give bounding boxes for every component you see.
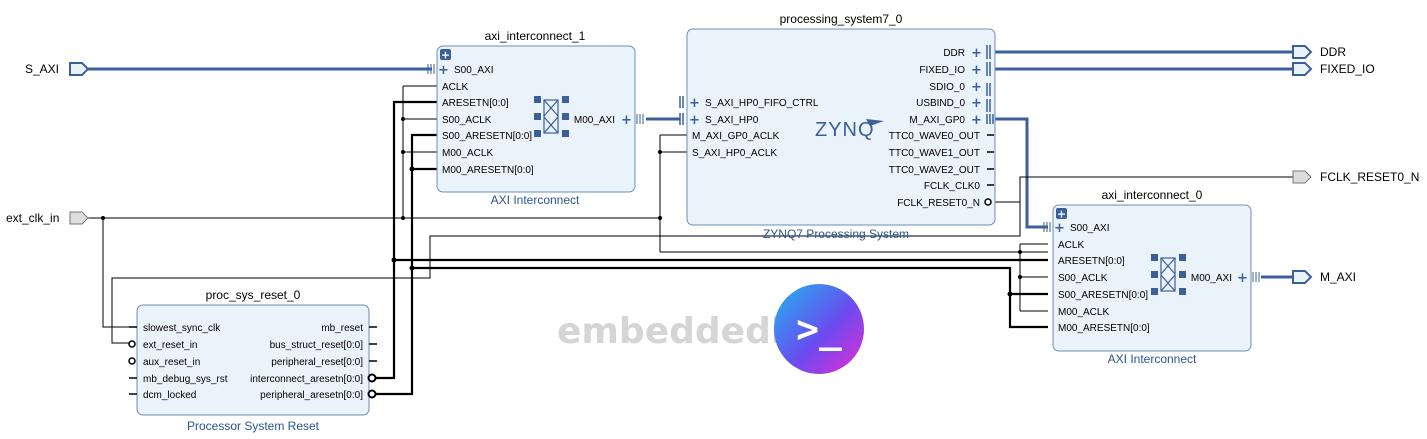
ps7-ddr-plus-icon[interactable]: + (971, 46, 982, 61)
ic1-port-m00-aresetn[interactable]: M00_ARESETN[0:0] (442, 165, 534, 176)
reset-port-ext-reset-in[interactable]: ext_reset_in (143, 340, 197, 351)
ps7-port-sdio[interactable]: SDIO_0 (929, 82, 965, 93)
ic1-port-s00-axi[interactable]: S00_AXI (454, 65, 493, 76)
ic1-port-m00-axi[interactable]: M00_AXI (574, 115, 615, 126)
ext-port-m-axi-arrow[interactable] (1292, 270, 1313, 284)
watermark: embeddedinn >_ (557, 284, 864, 374)
ext-port-s-axi-label: S_AXI (25, 62, 59, 76)
ps7-usbind-plus-icon[interactable]: + (971, 96, 982, 111)
block-ps7-name: processing_system7_0 (780, 12, 903, 26)
block-ps7-body[interactable] (686, 28, 996, 226)
wire-interconnect-aresetn[interactable] (373, 100, 437, 380)
ext-port-ext-clk-arrow[interactable] (69, 211, 89, 225)
reset-port-peripheral-reset[interactable]: peripheral_reset[0:0] (271, 357, 363, 368)
ps7-port-m-axi-gp0[interactable]: M_AXI_GP0 (909, 115, 965, 126)
ext-port-ext-clk-label: ext_clk_in (6, 211, 59, 225)
ic0-s00-axi-plus-icon[interactable]: + (1054, 221, 1065, 236)
reset-port-mb-debug-sys-rst[interactable]: mb_debug_sys_rst (143, 374, 228, 385)
ic1-s00-axi-plus-icon[interactable]: + (438, 63, 449, 78)
block-proc-sys-reset[interactable]: proc_sys_reset_0 slowest_sync_clk ext_re… (128, 288, 377, 433)
ps7-port-fclk-clk0[interactable]: FCLK_CLK0 (924, 181, 981, 192)
ps7-port-m-axi-gp0-aclk[interactable]: M_AXI_GP0_ACLK (692, 131, 780, 142)
ic0-port-s00-aresetn[interactable]: S00_ARESETN[0:0] (1058, 290, 1148, 301)
reset-port-aux-reset-in[interactable]: aux_reset_in (143, 357, 200, 368)
watermark-logo-icon (774, 284, 864, 374)
ps7-hp0-plus-icon[interactable]: + (689, 113, 700, 128)
ic0-m00-axi-plus-icon[interactable]: + (1237, 271, 1248, 286)
ps7-port-s-axi-hp0[interactable]: S_AXI_HP0 (705, 115, 759, 126)
ic1-port-aresetn[interactable]: ARESETN[0:0] (442, 98, 509, 109)
ic0-crossbar-icon (1151, 254, 1186, 295)
ic1-port-s00-aresetn[interactable]: S00_ARESETN[0:0] (442, 131, 532, 142)
bus-gp0-to-ic0[interactable] (994, 117, 1048, 229)
reset-port-peripheral-aresetn[interactable]: peripheral_aresetn[0:0] (260, 390, 363, 401)
block-ic1-type: AXI Interconnect (491, 193, 580, 207)
ic0-port-s00-axi[interactable]: S00_AXI (1070, 223, 1109, 234)
ps7-port-fclk-reset0-n[interactable]: FCLK_RESET0_N (897, 198, 980, 209)
ic1-crossbar-icon (534, 96, 569, 137)
ps7-port-fixed-io[interactable]: FIXED_IO (919, 65, 965, 76)
svg-text:+: + (441, 49, 450, 62)
ic0-port-m00-aclk[interactable]: M00_ACLK (1058, 307, 1109, 318)
wire-periph-aresetn-to-ic0[interactable] (412, 266, 1048, 329)
block-axi-interconnect-0[interactable]: axi_interconnect_0 + + S00_AXI ACLK ARES… (1043, 188, 1260, 366)
ps7-hp0-fifo-plus-icon[interactable]: + (689, 96, 700, 111)
ps7-port-ttc0-wave2[interactable]: TTC0_WAVE2_OUT (889, 165, 980, 176)
wire-fclk-to-ext-reset[interactable] (111, 202, 1021, 344)
ps7-fclk-reset-bubble (984, 198, 992, 206)
wire-peripheral-aresetn[interactable] (373, 133, 437, 396)
ic0-port-m00-axi[interactable]: M00_AXI (1191, 273, 1232, 284)
ps7-port-hp0-fifo-ctrl[interactable]: S_AXI_HP0_FIFO_CTRL (705, 98, 819, 109)
block-ic1-expand-icon[interactable] (440, 49, 451, 60)
ic0-port-s00-aclk[interactable]: S00_ACLK (1058, 273, 1108, 284)
block-reset-type: Processor System Reset (187, 419, 320, 433)
reset-port-interconnect-aresetn[interactable]: interconnect_aresetn[0:0] (250, 374, 363, 385)
ext-port-fclk-reset-arrow[interactable] (1292, 170, 1312, 184)
ps7-port-s-axi-hp0-aclk[interactable]: S_AXI_HP0_ACLK (692, 148, 777, 159)
ic1-m00-axi-plus-icon[interactable]: + (621, 113, 632, 128)
block-ic1-name: axi_interconnect_1 (485, 29, 586, 43)
ext-port-s-axi-arrow[interactable] (69, 62, 90, 76)
ps7-gp0-plus-icon[interactable]: + (971, 113, 982, 128)
wire-clk-to-reset[interactable] (102, 218, 137, 328)
external-ports: S_AXI ext_clk_in DDR FIXED_IO FCLK_RESET… (6, 45, 1419, 284)
watermark-prompt-glyph: >_ (796, 307, 842, 351)
reset-port-dcm-locked[interactable]: dcm_locked (143, 390, 196, 401)
block-axi-interconnect-1[interactable]: axi_interconnect_1 + + S00_AXI ACLK ARES… (427, 29, 644, 207)
block-ic0-type: AXI Interconnect (1108, 352, 1197, 366)
ic0-port-aresetn[interactable]: ARESETN[0:0] (1058, 256, 1125, 267)
ext-port-ddr-arrow[interactable] (1292, 45, 1313, 59)
block-reset-body[interactable] (136, 304, 370, 416)
block-ic0-name: axi_interconnect_0 (1102, 188, 1203, 202)
ps7-port-ttc0-wave0[interactable]: TTC0_WAVE0_OUT (889, 131, 980, 142)
ext-port-fixed-io-label: FIXED_IO (1320, 62, 1375, 76)
block-ps7-type: ZYNQ7 Processing System (763, 227, 909, 241)
svg-text:+: + (1057, 208, 1066, 221)
wire-fclk-reset[interactable] (992, 176, 1293, 203)
ps7-port-ttc0-wave1[interactable]: TTC0_WAVE1_OUT (889, 148, 980, 159)
ic0-port-m00-aresetn[interactable]: M00_ARESETN[0:0] (1058, 323, 1150, 334)
block-reset-name: proc_sys_reset_0 (206, 288, 301, 302)
ic1-port-m00-aclk[interactable]: M00_ACLK (442, 148, 493, 159)
ps7-port-ddr[interactable]: DDR (943, 48, 965, 59)
ic0-port-aclk[interactable]: ACLK (1058, 240, 1084, 251)
ic1-port-aclk[interactable]: ACLK (442, 82, 468, 93)
reset-port-mb-reset[interactable]: mb_reset (321, 323, 363, 334)
ext-port-m-axi-label: M_AXI (1320, 270, 1356, 284)
reset-port-slowest-sync-clk[interactable]: slowest_sync_clk (143, 323, 221, 334)
zynq-logo: ZYNQ (815, 119, 875, 141)
ps7-fixed-io-plus-icon[interactable]: + (971, 63, 982, 78)
wires (88, 50, 1293, 396)
ps7-sdio-plus-icon[interactable]: + (971, 80, 982, 95)
ps7-port-usbind[interactable]: USBIND_0 (916, 98, 965, 109)
ic1-port-s00-aclk[interactable]: S00_ACLK (442, 115, 492, 126)
ext-port-fixed-io-arrow[interactable] (1292, 62, 1313, 76)
reset-port-bus-struct-reset[interactable]: bus_struct_reset[0:0] (270, 340, 364, 351)
block-ic0-expand-icon[interactable] (1056, 208, 1067, 219)
ext-port-fclk-reset-label: FCLK_RESET0_N (1320, 170, 1419, 184)
ext-port-ddr-label: DDR (1320, 45, 1346, 59)
block-processing-system7[interactable]: processing_system7_0 + S_AXI_HP0_FIFO_CT… (679, 12, 996, 241)
